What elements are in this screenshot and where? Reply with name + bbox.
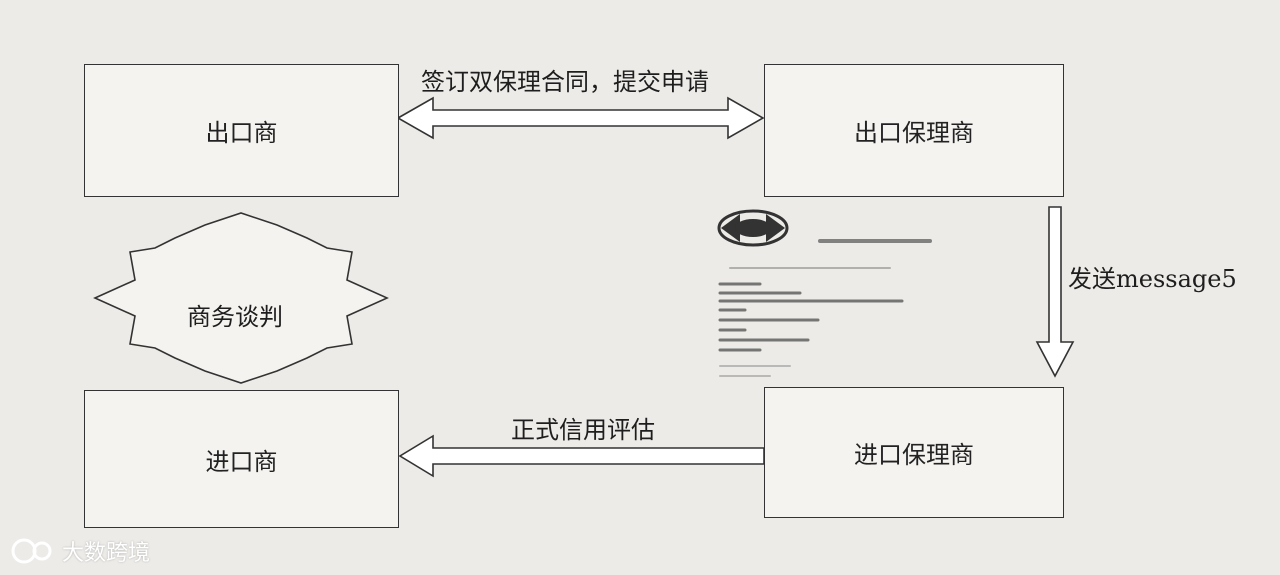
edge-label-bottom: 正式信用评估 (511, 416, 655, 444)
faded-document-lines (718, 239, 932, 377)
watermark: 大数跨境 (10, 535, 150, 567)
arrow-left-factor-to-importer (398, 434, 765, 478)
fci-logo-icon (717, 209, 789, 247)
logo-icon (11, 538, 52, 564)
double-arrow-exporter-factor (396, 96, 765, 140)
export-factor-label: 出口保理商 (854, 119, 974, 147)
export-factor-box: 出口保理商 (764, 64, 1064, 197)
edge-label-top: 签订双保理合同，提交申请 (421, 68, 709, 96)
negotiation-label: 商务谈判 (187, 303, 283, 331)
exporter-label: 出口商 (205, 119, 278, 147)
import-factor-box: 进口保理商 (764, 387, 1064, 518)
importer-box: 进口商 (84, 390, 399, 528)
exporter-box: 出口商 (84, 64, 399, 197)
negotiation-star-shape (93, 212, 389, 384)
watermark-text: 大数跨境 (62, 541, 151, 566)
edge-label-right: 发送message5 (1068, 265, 1237, 293)
arrow-down-factor-to-factor (1035, 206, 1075, 378)
import-factor-label: 进口保理商 (854, 441, 974, 469)
importer-label: 进口商 (205, 447, 278, 476)
